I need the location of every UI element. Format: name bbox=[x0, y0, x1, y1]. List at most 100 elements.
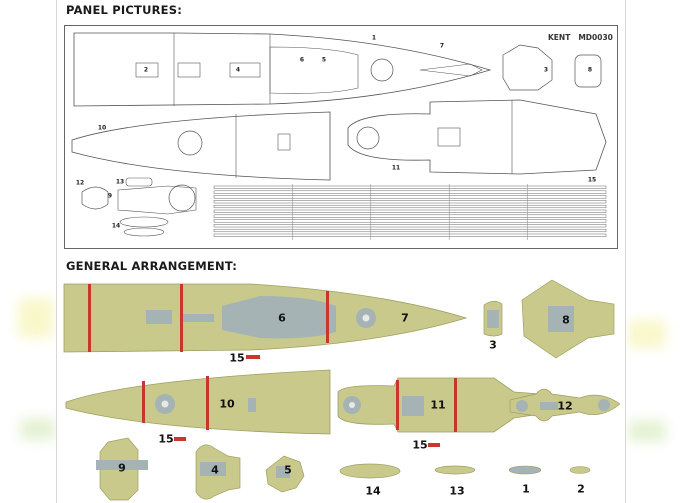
fret-small-part bbox=[437, 127, 461, 147]
fret-small-part bbox=[177, 62, 201, 78]
fret-label: 3 bbox=[543, 66, 549, 74]
deck-part-14 bbox=[339, 463, 401, 479]
deck-fitting bbox=[96, 460, 148, 470]
deck-fitting bbox=[548, 306, 574, 332]
part-label: 13 bbox=[449, 484, 465, 498]
fret-part-13 bbox=[125, 177, 153, 187]
deck-part-10 bbox=[65, 369, 331, 435]
part-label: 8 bbox=[562, 313, 570, 327]
fret-label: 7 bbox=[439, 42, 445, 50]
fret-small-part bbox=[277, 133, 291, 151]
railing-strip bbox=[213, 228, 607, 233]
fret-label: 15 bbox=[587, 176, 597, 184]
part-label: 9 bbox=[118, 461, 126, 475]
fret-part-14 bbox=[119, 216, 169, 228]
part-label: 2 bbox=[577, 482, 585, 496]
red-marker bbox=[454, 378, 457, 432]
part-label: 4 bbox=[211, 463, 219, 477]
fret-label: 4 bbox=[235, 66, 241, 74]
part-label: 15 bbox=[412, 438, 428, 452]
railing-strip bbox=[213, 190, 607, 194]
red-marker bbox=[206, 376, 209, 430]
deck-fitting bbox=[248, 398, 256, 412]
fret-label: 10 bbox=[97, 124, 107, 132]
fret-part-8 bbox=[574, 54, 602, 88]
part-label: 15 bbox=[158, 432, 174, 446]
fret-label: 12 bbox=[75, 179, 85, 187]
part-label: 3 bbox=[489, 338, 497, 352]
fret-part-midship-deck bbox=[347, 99, 607, 175]
part-label: 15 bbox=[229, 351, 245, 365]
background-blur-right bbox=[628, 320, 666, 348]
railing-strip bbox=[213, 224, 607, 228]
deck-part-15 bbox=[174, 437, 186, 441]
fret-label: 1 bbox=[371, 34, 377, 42]
fret-railing-strips bbox=[213, 184, 607, 240]
turret-ring-center bbox=[161, 400, 169, 408]
fret-small-part bbox=[135, 62, 159, 78]
fret-part-14 bbox=[123, 227, 165, 237]
fret-part-9-ring bbox=[168, 184, 196, 212]
deck-fitting bbox=[180, 314, 214, 322]
panel-pictures-heading: PANEL PICTURES: bbox=[66, 3, 183, 17]
deck-part-12 bbox=[509, 388, 621, 422]
fret-label: 8 bbox=[587, 66, 593, 74]
deck-fitting bbox=[540, 402, 558, 410]
fret-turret-ring bbox=[370, 58, 394, 82]
red-marker bbox=[88, 284, 91, 352]
photo-etch-fret bbox=[64, 25, 618, 249]
deck-fitting bbox=[200, 462, 226, 476]
turret-ring-center bbox=[362, 314, 370, 322]
red-marker bbox=[326, 291, 329, 343]
part-label: 14 bbox=[365, 484, 381, 498]
red-marker bbox=[180, 284, 183, 352]
fret-part-3 bbox=[502, 44, 553, 91]
deck-part-1 bbox=[508, 465, 542, 475]
turret-ring bbox=[598, 399, 610, 411]
fret-turret-ring bbox=[356, 126, 380, 150]
deck-part-2 bbox=[569, 466, 591, 474]
background-blur-left bbox=[18, 298, 54, 338]
part-label: 12 bbox=[557, 399, 573, 413]
part-label: 11 bbox=[430, 398, 446, 412]
fret-label: 14 bbox=[111, 222, 121, 230]
red-marker bbox=[396, 380, 399, 430]
part-label: 6 bbox=[278, 311, 286, 325]
part-label: 7 bbox=[401, 311, 409, 325]
railing-strip bbox=[213, 204, 607, 209]
deck-part-15 bbox=[246, 355, 260, 359]
railing-strip bbox=[213, 209, 607, 213]
railing-strip bbox=[213, 200, 607, 204]
part-label: 10 bbox=[219, 397, 235, 411]
part-label: 1 bbox=[522, 482, 530, 496]
deck-fitting bbox=[402, 396, 424, 416]
turret-ring bbox=[516, 400, 528, 412]
background-blur-right-green bbox=[628, 420, 666, 442]
superstructure-plate bbox=[222, 296, 336, 339]
fret-label: 6 bbox=[299, 56, 305, 64]
part-label: 5 bbox=[284, 463, 292, 477]
deck-fitting bbox=[146, 310, 172, 324]
fret-bow-detail bbox=[419, 63, 483, 77]
fret-label: 11 bbox=[391, 164, 401, 172]
deck-fitting bbox=[276, 466, 290, 478]
railing-strip bbox=[213, 195, 607, 199]
fret-label: 5 bbox=[321, 56, 327, 64]
fret-small-part bbox=[229, 62, 261, 78]
railing-strip bbox=[213, 214, 607, 218]
turret-ring-center bbox=[349, 402, 355, 408]
fret-superstructure-outline bbox=[269, 46, 359, 94]
deck-part-15 bbox=[428, 443, 440, 447]
fret-turret-ring bbox=[177, 130, 203, 156]
red-marker bbox=[142, 381, 145, 423]
general-arrangement-heading: GENERAL ARRANGEMENT: bbox=[66, 259, 238, 273]
railing-strip bbox=[213, 185, 607, 189]
background-blur-left-green bbox=[20, 418, 56, 440]
fret-part-bow-deck bbox=[73, 32, 492, 107]
fret-part-stern-deck bbox=[71, 111, 331, 181]
deck-part-13 bbox=[434, 465, 476, 475]
fret-label: 9 bbox=[107, 192, 113, 200]
